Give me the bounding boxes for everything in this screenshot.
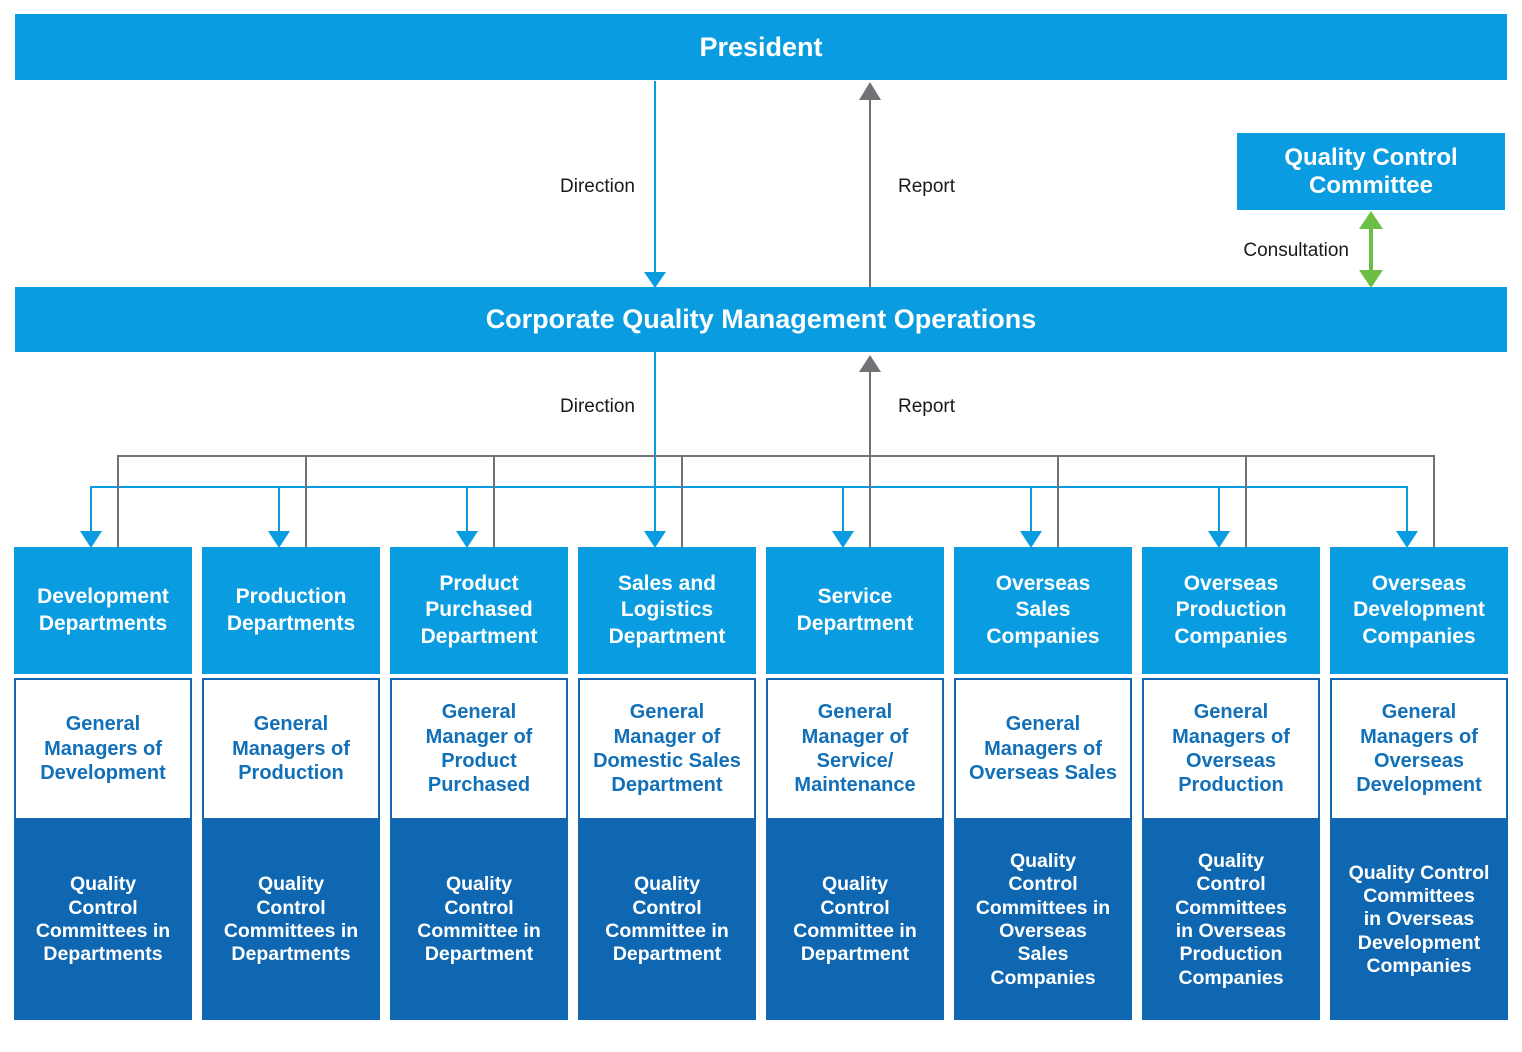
department-box: Sales and Logistics Department (578, 547, 756, 674)
department-box: Development Departments (14, 547, 192, 674)
direction-arrow-col0 (80, 486, 102, 548)
report-label-mid: Report (898, 396, 956, 417)
direction-label-top: Direction (560, 176, 635, 197)
direction-arrow-col5 (1020, 486, 1042, 548)
department-box: Overseas Development Companies (1330, 547, 1508, 674)
department-box: Product Purchased Department (390, 547, 568, 674)
president-direction-arrow (644, 81, 666, 288)
general-manager-box: General Managers of Production (202, 678, 380, 820)
direction-arrow-col1 (268, 486, 290, 548)
direction-arrow-col2 (456, 486, 478, 548)
column-overseas-development-companies: Overseas Development Companies General M… (1330, 547, 1508, 1020)
president-node: President (15, 14, 1507, 80)
quality-control-committee-label: Quality Control Committee (1284, 143, 1458, 199)
report-label-top: Report (898, 176, 956, 197)
quality-committee-box: Quality Control Committees in Overseas S… (954, 820, 1132, 1020)
corporate-report-arrow (859, 355, 881, 548)
report-lines-columns (117, 455, 1435, 548)
column-product-purchased-department: Product Purchased Department General Man… (390, 547, 568, 1020)
column-sales-logistics-department: Sales and Logistics Department General M… (578, 547, 756, 1020)
direction-arrow-col4 (832, 486, 854, 548)
general-manager-box: General Managers of Overseas Development (1330, 678, 1508, 820)
president-report-arrow (859, 82, 881, 287)
general-manager-box: General Manager of Service/ Maintenance (766, 678, 944, 820)
quality-committee-box: Quality Control Committee in Department (390, 820, 568, 1020)
consultation-label: Consultation (1243, 240, 1349, 261)
quality-committee-box: Quality Control Committees in Overseas D… (1330, 820, 1508, 1020)
direction-label-mid: Direction (560, 396, 635, 417)
department-box: Overseas Sales Companies (954, 547, 1132, 674)
column-overseas-production-companies: Overseas Production Companies General Ma… (1142, 547, 1320, 1020)
column-development-departments: Development Departments General Managers… (14, 547, 192, 1020)
general-manager-box: General Managers of Overseas Sales (954, 678, 1132, 820)
corporate-quality-management-node: Corporate Quality Management Operations (15, 287, 1507, 352)
column-service-department: Service Department General Manager of Se… (766, 547, 944, 1020)
quality-committee-box: Quality Control Committees in Department… (202, 820, 380, 1020)
president-label: President (699, 31, 823, 62)
quality-committee-box: Quality Control Committees in Department… (14, 820, 192, 1020)
corporate-quality-management-label: Corporate Quality Management Operations (485, 304, 1037, 334)
corporate-direction-arrow (644, 352, 666, 548)
quality-committee-box: Quality Control Committee in Department (578, 820, 756, 1020)
column-overseas-sales-companies: Overseas Sales Companies General Manager… (954, 547, 1132, 1020)
department-box: Production Departments (202, 547, 380, 674)
general-manager-box: General Manager of Product Purchased (390, 678, 568, 820)
column-production-departments: Production Departments General Managers … (202, 547, 380, 1020)
general-manager-box: General Managers of Development (14, 678, 192, 820)
direction-arrows-columns (80, 486, 1418, 548)
department-box: Overseas Production Companies (1142, 547, 1320, 674)
consultation-arrow (1359, 211, 1383, 288)
quality-committee-box: Quality Control Committee in Department (766, 820, 944, 1020)
quality-control-committee-node: Quality Control Committee (1237, 133, 1505, 210)
department-box: Service Department (766, 547, 944, 674)
general-manager-box: General Managers of Overseas Production (1142, 678, 1320, 820)
general-manager-box: General Manager of Domestic Sales Depart… (578, 678, 756, 820)
quality-committee-box: Quality Control Committees in Overseas P… (1142, 820, 1320, 1020)
direction-arrow-col6 (1208, 486, 1230, 548)
direction-arrow-col7 (1396, 486, 1418, 548)
